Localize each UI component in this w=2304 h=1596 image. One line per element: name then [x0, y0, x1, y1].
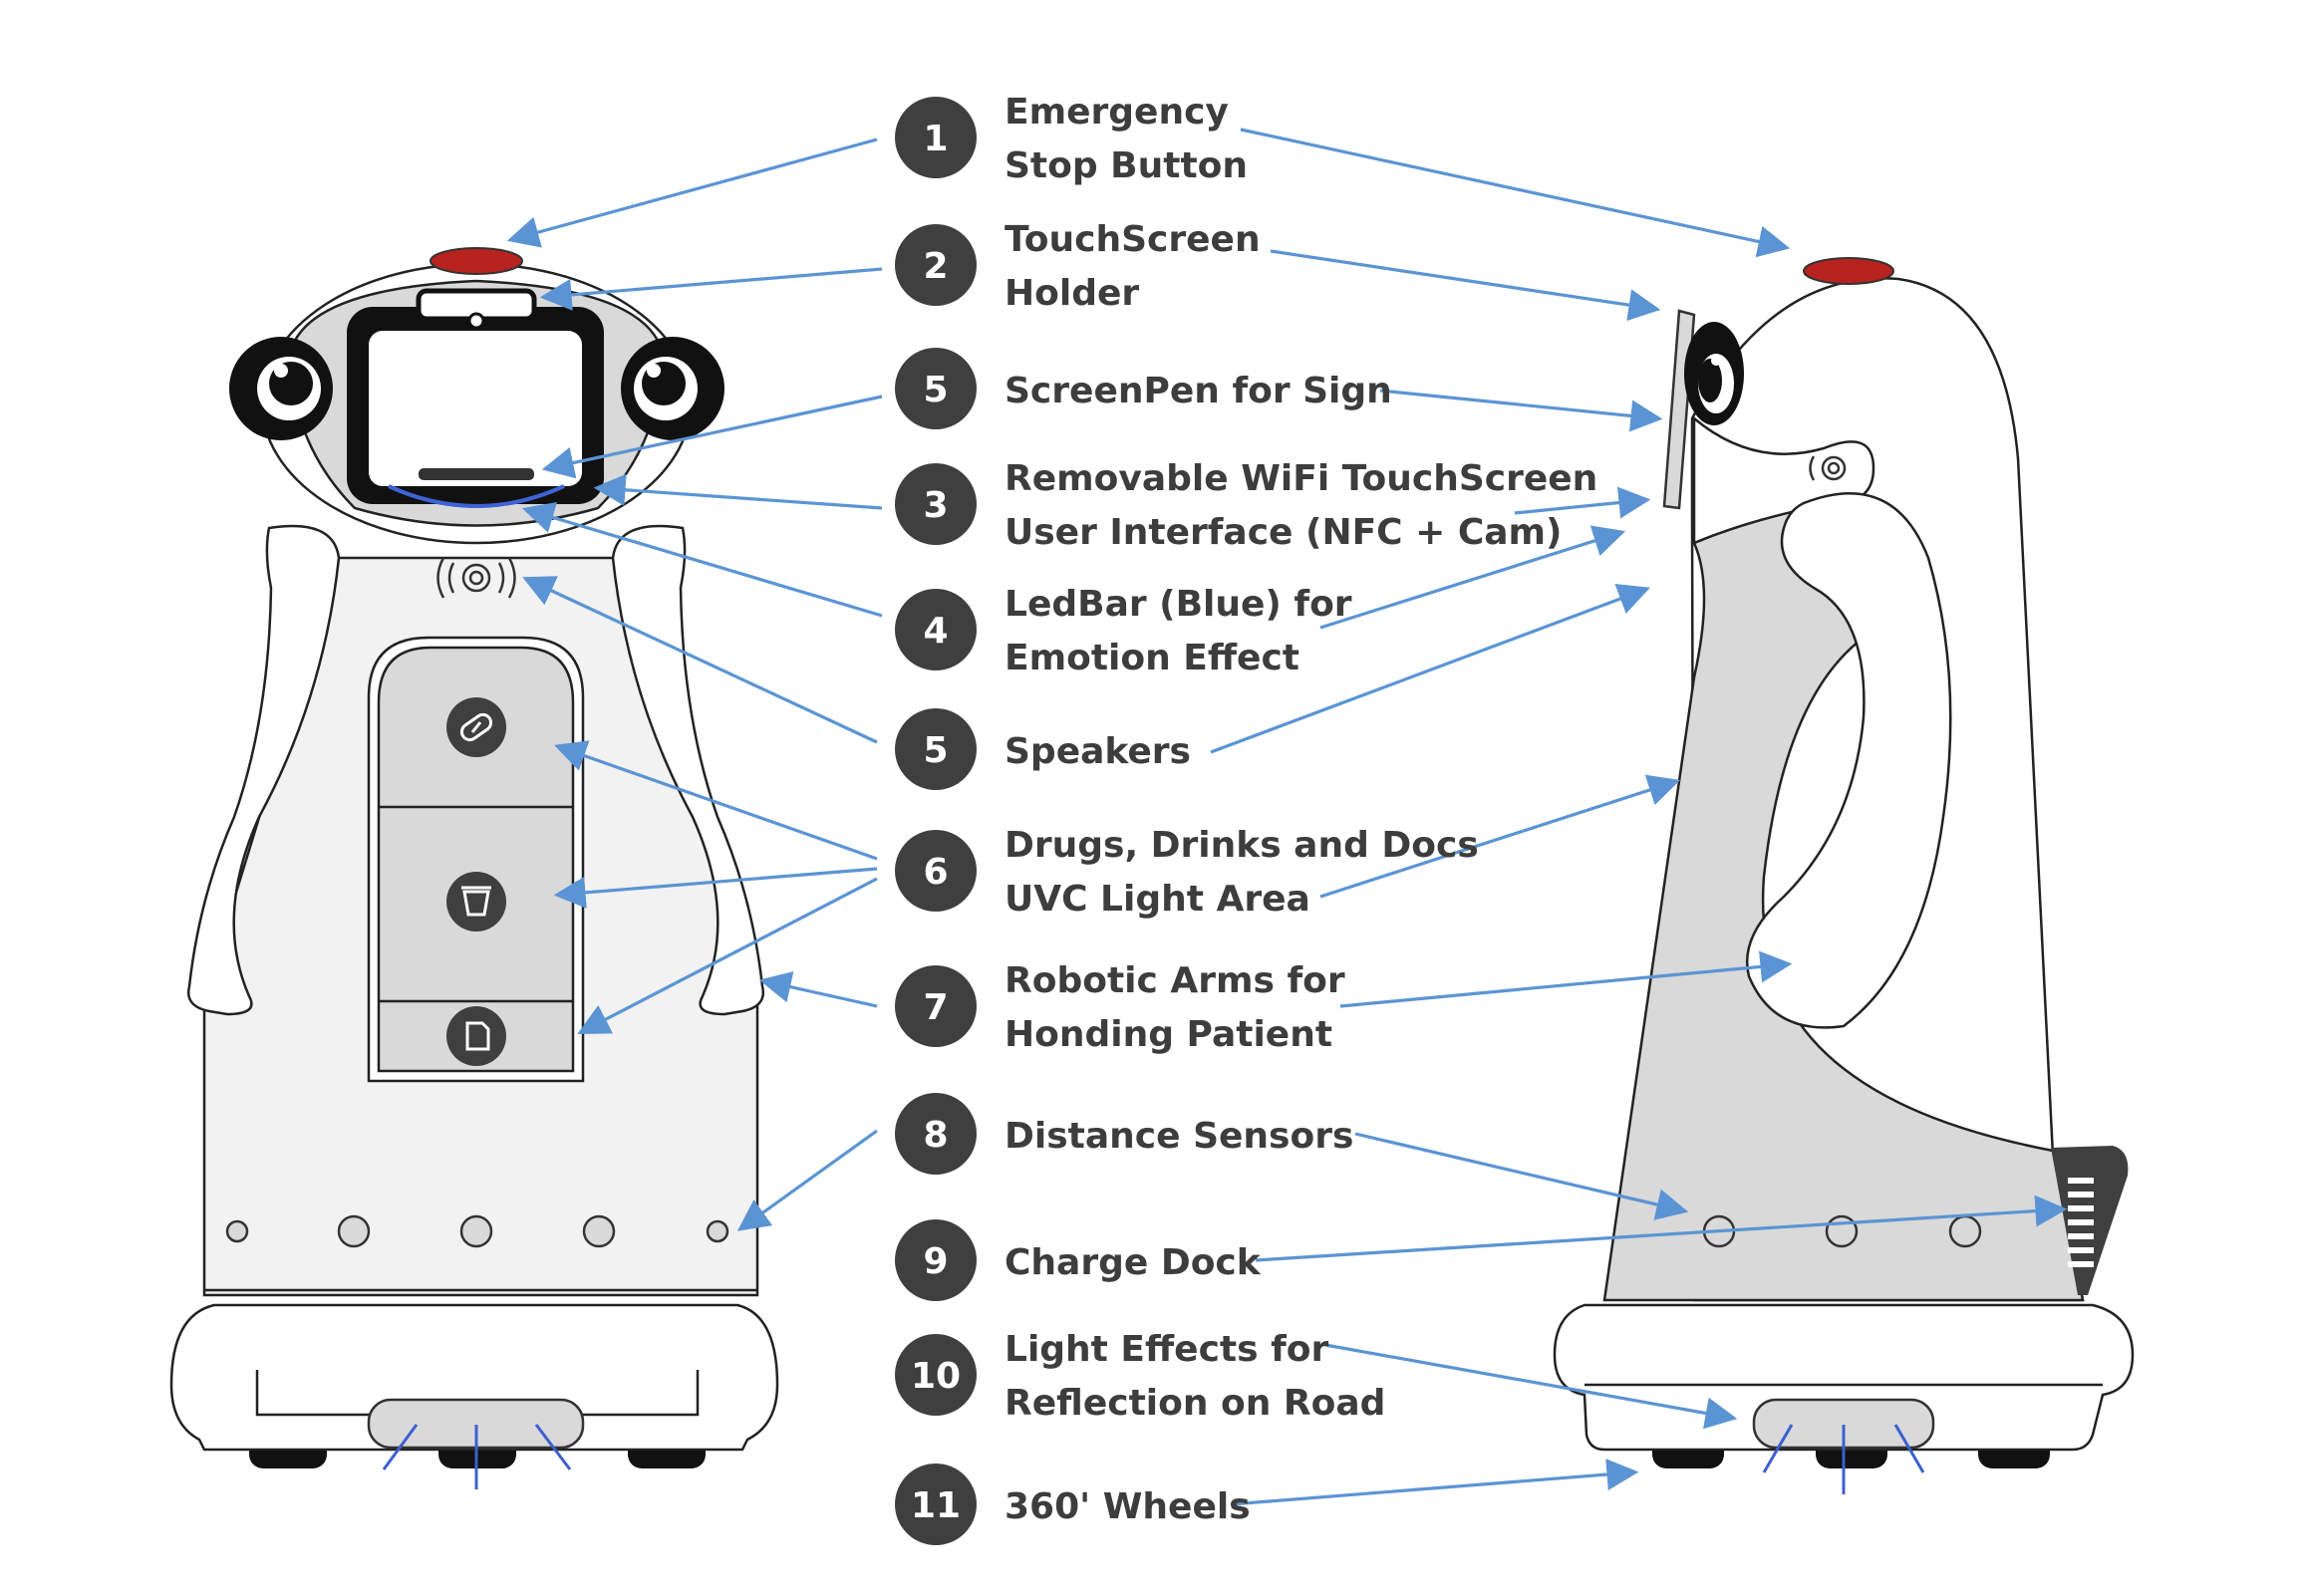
callout-item: 6 Drugs, Drinks and Docs UVC Light Area: [895, 825, 1479, 920]
callout-label-line1: Robotic Arms for: [1005, 960, 1345, 1001]
touchscreen: [369, 331, 582, 486]
robot-side-view: [1553, 257, 2135, 1494]
callout-item: 8 Distance Sensors: [895, 1093, 1353, 1175]
callout-label-line2: Emotion Effect: [1005, 638, 1299, 678]
number-badge: [895, 589, 977, 670]
front-distance-sensor: [459, 1214, 493, 1248]
number-badge-text: 5: [923, 370, 948, 410]
callout-list: 1 Emergency Stop Button 2 TouchScreen Ho…: [895, 92, 1597, 1545]
side-speaker-icon: [1809, 455, 1847, 481]
number-badge-text: 11: [911, 1485, 961, 1526]
callout-label-line1: Distance Sensors: [1005, 1116, 1353, 1157]
number-badge-text: 5: [923, 730, 948, 771]
side-touchscreen-holder: [1662, 309, 1696, 510]
robot-front-view: [169, 247, 779, 1489]
front-robotic-arm-left: [186, 524, 341, 1016]
callout-label-line2: Reflection on Road: [1005, 1383, 1385, 1424]
side-robotic-arm: [1745, 491, 1952, 1029]
number-badge: [895, 1334, 977, 1416]
callout-label-line2: UVC Light Area: [1005, 879, 1310, 920]
callout-item: 7 Robotic Arms for Honding Patient: [895, 960, 1345, 1055]
left-eye: [229, 337, 333, 440]
callout-item: 3 Removable WiFi TouchScreen User Interf…: [895, 458, 1597, 553]
number-badge-text: 2: [923, 246, 948, 287]
callout-item: 5 ScreenPen for Sign: [895, 348, 1392, 429]
number-badge: [895, 965, 977, 1047]
right-eye: [621, 337, 724, 440]
callout-label-line2: Holder: [1005, 273, 1139, 314]
callout-label-line1: LedBar (Blue) for: [1005, 584, 1352, 625]
callout-label-line1: Drugs, Drinks and Docs: [1005, 825, 1479, 866]
callout-item: 5 Speakers: [895, 708, 1191, 790]
callout-label-line1: Light Effects for: [1005, 1329, 1328, 1370]
number-badge: [895, 1463, 977, 1545]
callout-item: 10 Light Effects for Reflection on Road: [895, 1329, 1385, 1424]
cup-icon: [446, 872, 506, 931]
callout-label-line1: 360' Wheels: [1005, 1486, 1251, 1527]
number-badge: [895, 224, 977, 306]
number-badge-text: 10: [911, 1356, 961, 1397]
side-eye: [1684, 322, 1744, 425]
front-distance-sensor: [706, 1219, 729, 1243]
number-badge-text: 6: [923, 852, 948, 893]
number-badge-text: 7: [923, 987, 948, 1028]
front-distance-sensor: [337, 1214, 371, 1248]
document-icon: [446, 1006, 506, 1066]
front-compartment-panel: [377, 646, 575, 1073]
callout-label-line1: ScreenPen for Sign: [1005, 371, 1392, 411]
number-badge-text: 9: [923, 1241, 948, 1282]
number-badge-text: 4: [923, 611, 948, 652]
callout-label-line2: User Interface (NFC + Cam): [1005, 512, 1563, 553]
number-badge: [895, 97, 977, 178]
callout-label-line2: Stop Button: [1005, 145, 1248, 186]
number-badge: [895, 708, 977, 790]
number-badge: [895, 1093, 977, 1175]
number-badge: [895, 1219, 977, 1301]
front-distance-sensor: [225, 1219, 249, 1243]
callout-label-line1: Speakers: [1005, 731, 1191, 772]
callout-item: 1 Emergency Stop Button: [895, 92, 1248, 186]
number-badge-text: 8: [923, 1115, 948, 1156]
ledbar: [388, 484, 565, 508]
screenpen: [419, 468, 534, 480]
side-emergency-stop-button: [1803, 257, 1894, 285]
callout-label-line1: Charge Dock: [1005, 1242, 1262, 1283]
side-distance-sensor: [1948, 1214, 1982, 1248]
emergency-stop-button: [430, 247, 523, 275]
number-badge: [895, 463, 977, 545]
side-distance-sensor: [1825, 1214, 1859, 1248]
callout-item: 2 TouchScreen Holder: [895, 219, 1261, 314]
callout-arrows: [506, 128, 2068, 1506]
callout-label-line1: Removable WiFi TouchScreen: [1005, 458, 1597, 499]
number-badge: [895, 348, 977, 429]
front-robotic-arm-right: [611, 524, 765, 1016]
callout-item: 4 LedBar (Blue) for Emotion Effect: [895, 584, 1352, 678]
number-badge-text: 1: [923, 119, 948, 159]
callout-item: 11 360' Wheels: [895, 1463, 1251, 1545]
callout-item: 9 Charge Dock: [895, 1219, 1262, 1301]
charge-dock-contacts: [2068, 1178, 2094, 1267]
number-badge-text: 3: [923, 485, 948, 526]
callout-label-line1: Emergency: [1005, 92, 1229, 133]
callout-label-line2: Honding Patient: [1005, 1014, 1332, 1055]
callout-label-line1: TouchScreen: [1005, 219, 1261, 260]
number-badge: [895, 830, 977, 912]
speaker-waves-icon: [436, 557, 516, 599]
pill-icon: [446, 697, 506, 757]
front-distance-sensor: [582, 1214, 616, 1248]
